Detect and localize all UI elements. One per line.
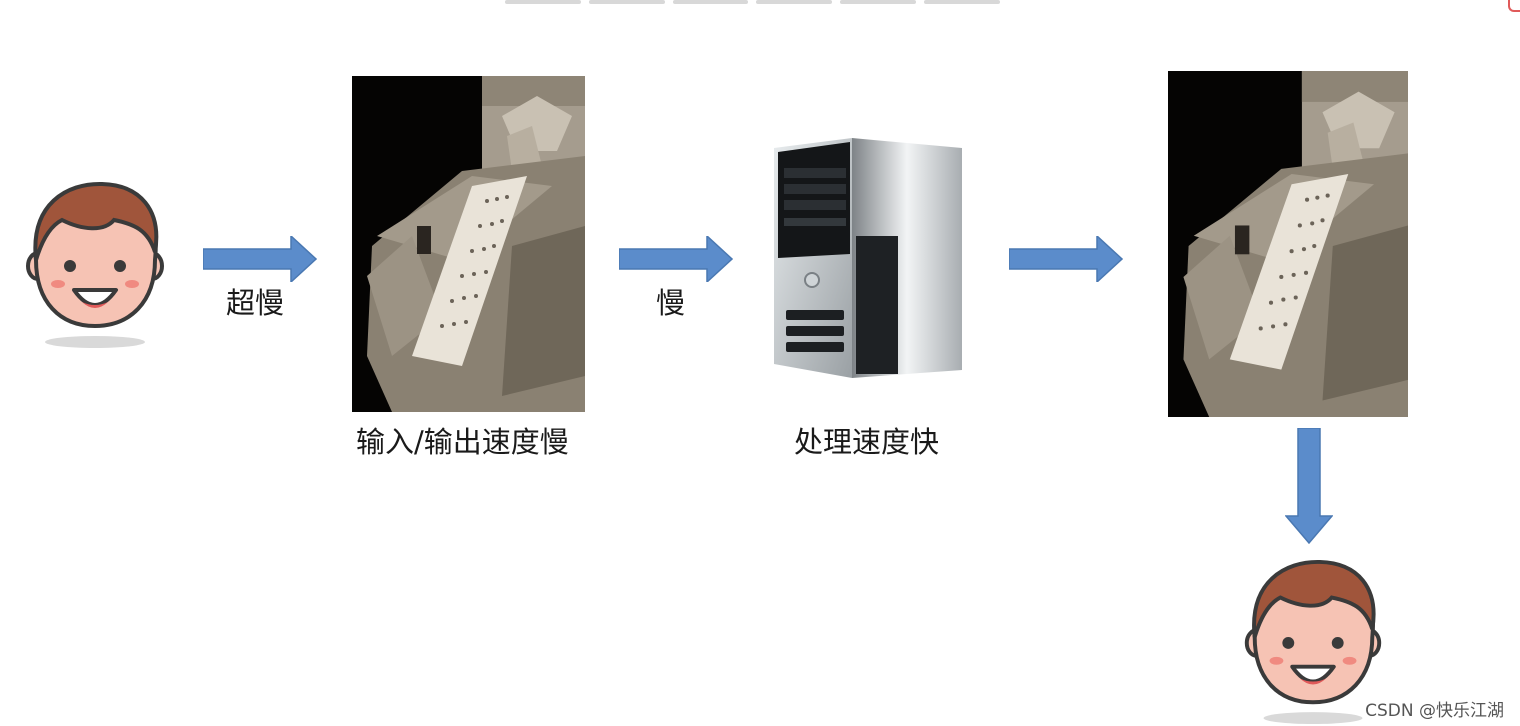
window-corner-mark — [1508, 0, 1520, 12]
down-arrow-icon — [1285, 428, 1333, 544]
right-arrow-icon — [1009, 236, 1123, 282]
teletype-terminal-image — [1168, 71, 1408, 417]
super-slow-label: 超慢 — [226, 286, 285, 320]
io-slow-label: 输入/输出速度慢 — [356, 425, 569, 459]
right-arrow-icon — [619, 236, 733, 282]
right-arrow-icon — [203, 236, 317, 282]
computer-tower-icon — [774, 138, 962, 378]
slow-label: 慢 — [656, 286, 686, 320]
watermark: CSDN @快乐江湖 — [1365, 701, 1504, 721]
teletype-terminal-image — [352, 76, 585, 412]
fast-label: 处理速度快 — [794, 425, 940, 459]
user-face-icon — [26, 181, 164, 348]
top-toolbar-strip — [505, 0, 1000, 4]
user-face-icon — [1244, 559, 1382, 725]
